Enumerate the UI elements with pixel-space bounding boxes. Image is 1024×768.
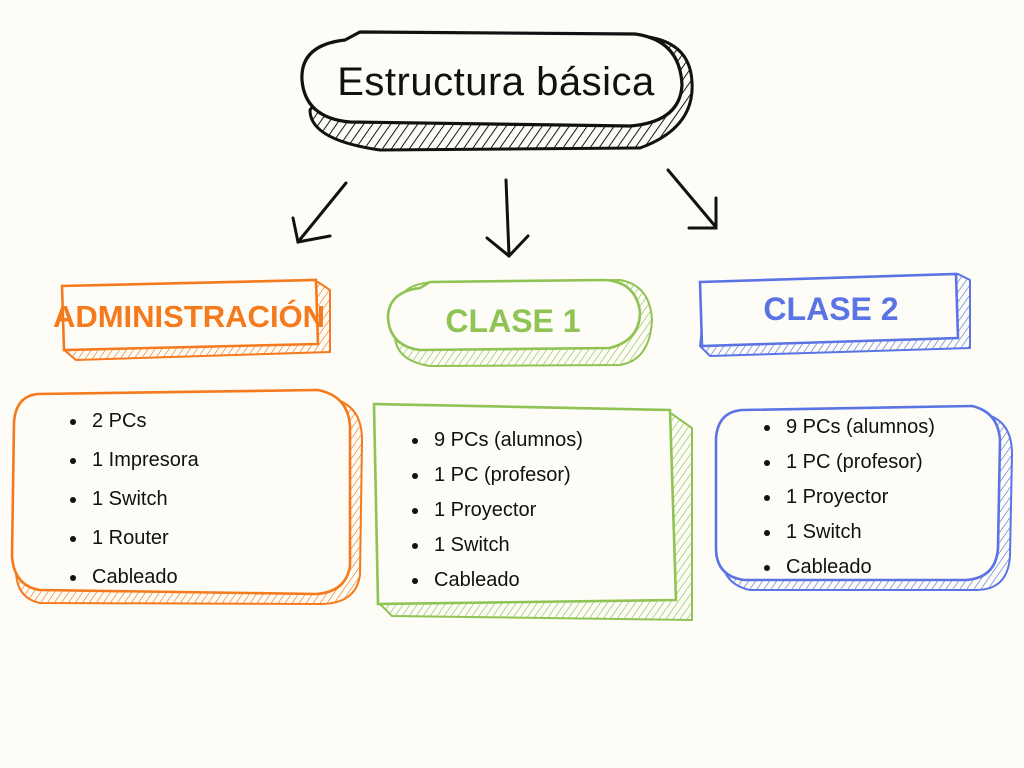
arrow-to-clase2	[666, 168, 718, 230]
list-item: 1 Impresora	[88, 441, 199, 480]
admin-list-box	[10, 388, 364, 606]
list-item: 1 PC (profesor)	[782, 445, 935, 480]
list-item: 1 Switch	[430, 528, 583, 563]
admin-item-list: 2 PCs 1 Impresora 1 Switch 1 Router Cabl…	[62, 402, 199, 597]
clase2-header-box	[698, 272, 971, 358]
clase2-item-list: 9 PCs (alumnos) 1 PC (profesor) 1 Proyec…	[756, 410, 935, 585]
list-item: 1 Switch	[782, 515, 935, 550]
clase2-list-box	[714, 404, 1014, 591]
list-item: 9 PCs (alumnos)	[430, 423, 583, 458]
clase1-list-box	[372, 402, 693, 622]
list-item: 2 PCs	[88, 402, 199, 441]
arrow-to-admin	[291, 181, 348, 244]
title-node	[300, 30, 694, 152]
admin-header-box	[60, 278, 331, 362]
list-item: 1 Router	[88, 519, 199, 558]
list-item: 1 Proyector	[430, 493, 583, 528]
clase1-header-box	[386, 278, 654, 368]
clase2-heading: CLASE 2	[763, 290, 899, 327]
list-item: 1 Proyector	[782, 480, 935, 515]
list-item: Cableado	[88, 558, 199, 597]
list-item: 1 Switch	[88, 480, 199, 519]
list-item: 9 PCs (alumnos)	[782, 410, 935, 445]
arrow-to-clase1	[485, 178, 530, 259]
clase1-heading: CLASE 1	[445, 302, 581, 339]
list-item: Cableado	[430, 563, 583, 598]
admin-heading: ADMINISTRACIÓN	[52, 299, 326, 334]
list-item: 1 PC (profesor)	[430, 458, 583, 493]
list-item: Cableado	[782, 550, 935, 585]
diagram-title: Estructura básica	[337, 59, 655, 104]
clase1-item-list: 9 PCs (alumnos) 1 PC (profesor) 1 Proyec…	[404, 423, 583, 598]
